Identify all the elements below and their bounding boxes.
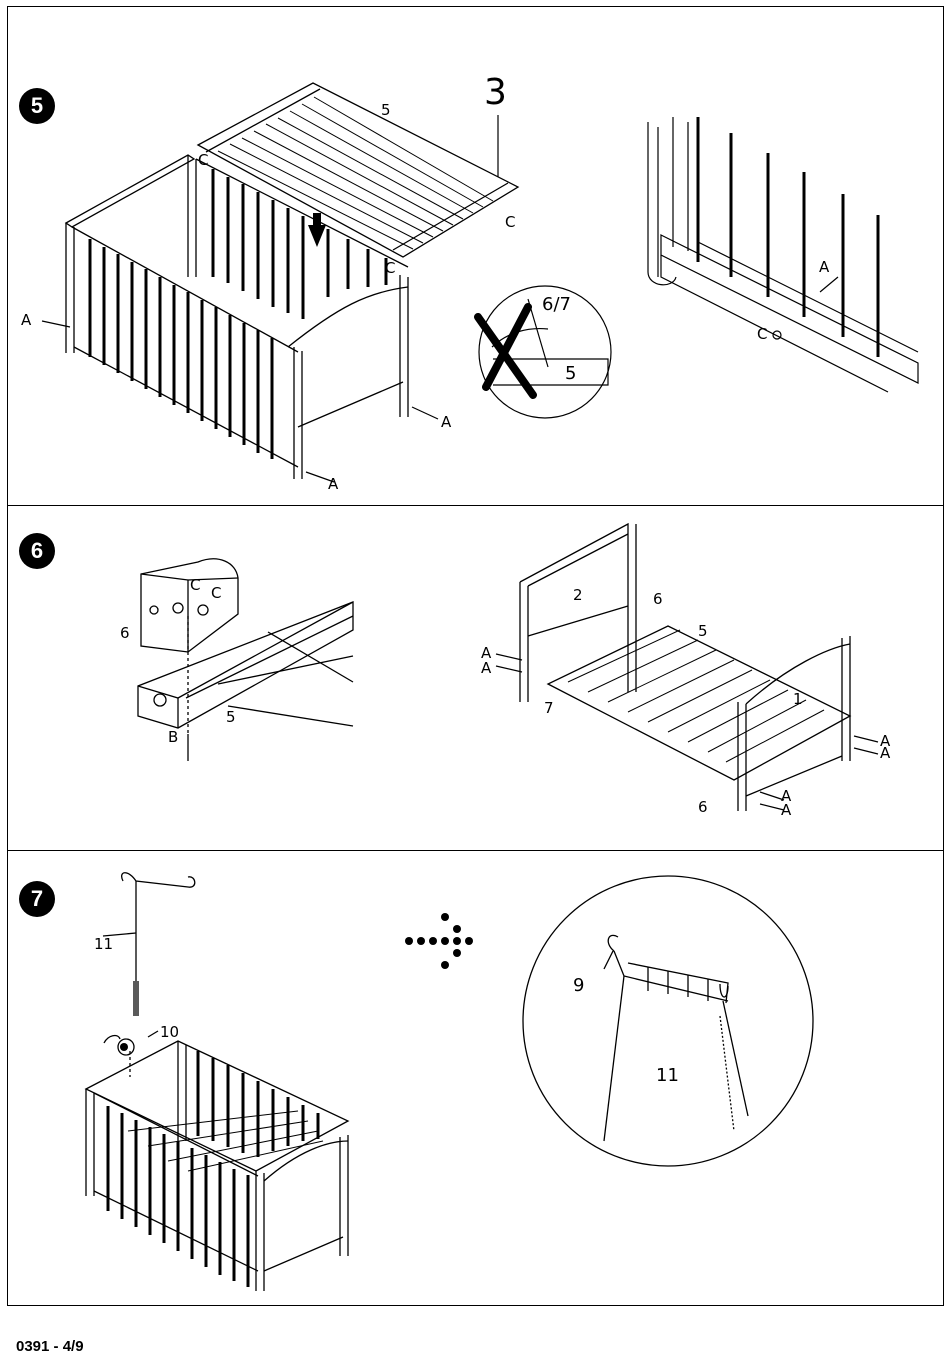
detail-label-5: 5 xyxy=(565,365,576,383)
detail-label-6-7: 6/7 xyxy=(542,296,571,314)
part-label-6: 6 xyxy=(120,626,130,641)
part-label-11: 11 xyxy=(656,1067,679,1085)
hardware-label-c: C xyxy=(505,215,515,230)
hardware-label-c: C xyxy=(211,586,221,601)
hardware-label-a: A xyxy=(880,746,890,761)
hardware-label-a: A xyxy=(21,313,31,328)
part-label-7: 7 xyxy=(544,701,554,716)
step-6-panel: 6 xyxy=(7,505,944,851)
part-label-2: 2 xyxy=(573,588,583,603)
part-label-1: 1 xyxy=(793,692,803,707)
hardware-label-c: C xyxy=(757,327,767,342)
step-6-illustration xyxy=(8,506,945,852)
part-label-10: 10 xyxy=(160,1025,179,1040)
hardware-label-a: A xyxy=(781,803,791,818)
hardware-label-c: C xyxy=(190,578,200,593)
step-7-panel: 7 xyxy=(7,850,944,1306)
hardware-label-b: B xyxy=(168,730,178,745)
hardware-label-a: A xyxy=(481,661,491,676)
part-label-5: 5 xyxy=(381,103,391,118)
hardware-label-a: A xyxy=(328,477,338,492)
part-label-5: 5 xyxy=(226,710,236,725)
arrow-down-icon xyxy=(308,225,326,247)
hardware-label-c: C xyxy=(385,261,395,276)
part-label-6: 6 xyxy=(698,800,708,815)
step-7-illustration xyxy=(8,851,945,1307)
part-label-9: 9 xyxy=(573,977,584,995)
rotate-icon xyxy=(120,1043,128,1051)
hardware-label-c: C xyxy=(198,153,208,168)
part-label-6: 6 xyxy=(653,592,663,607)
hardware-label-a: A xyxy=(819,260,829,275)
step-5-illustration xyxy=(8,7,945,507)
part-label-3: 3 xyxy=(484,75,507,111)
page-number: 0391 - 4/9 xyxy=(16,1338,84,1355)
part-label-5: 5 xyxy=(698,624,708,639)
hardware-label-a: A xyxy=(441,415,451,430)
part-label-11: 11 xyxy=(94,937,113,952)
step-5-panel: 5 xyxy=(7,6,944,506)
